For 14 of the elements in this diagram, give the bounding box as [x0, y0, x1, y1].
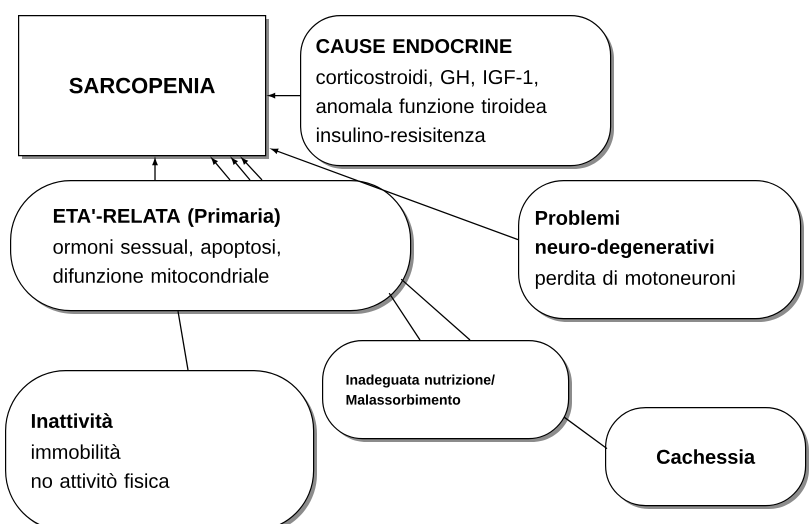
arrow	[241, 158, 262, 180]
rounded-box: ETA'-RELATA (Primaria) ormoni sessual, apoptosi, difunzione mitocondriale	[10, 180, 414, 314]
arrow	[271, 148, 518, 240]
arrow	[231, 158, 250, 180]
rounded-box: Cachessia	[605, 407, 809, 509]
rounded-box: Inadeguata nutrizione/ Malassorbimento	[322, 340, 572, 442]
arrow	[211, 158, 230, 180]
concept-box: SARCOPENIA	[18, 15, 269, 159]
rounded-box: CAUSE ENDOCRINE corticostroidi, GH, IGF-1, anomala funzione tiroidea insulino-resisitenza	[300, 15, 614, 169]
arrow	[268, 93, 300, 98]
rounded-box: Problemi neuro-degenerativi perdita di motoneuroni	[518, 180, 804, 322]
node-label: Cachessia	[656, 449, 756, 464]
rounded-box: Inattività immobilità no attivitò fisica	[5, 370, 317, 524]
arrow	[152, 158, 158, 180]
